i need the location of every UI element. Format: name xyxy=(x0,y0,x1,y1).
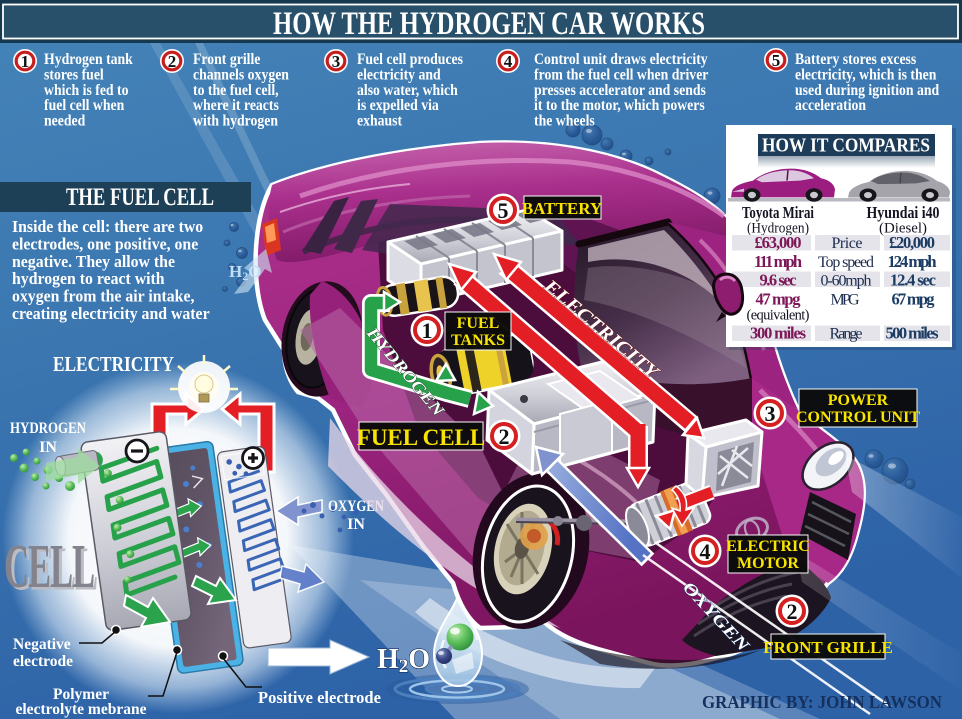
svg-text:oxygen from the air intake,: oxygen from the air intake, xyxy=(12,286,194,306)
svg-text:MPG: MPG xyxy=(831,292,860,309)
svg-text:ELECTRICITY: ELECTRICITY xyxy=(53,352,174,376)
svg-text:5: 5 xyxy=(772,51,781,70)
svg-text:HOW THE HYDROGEN CAR WORKS: HOW THE HYDROGEN CAR WORKS xyxy=(273,6,705,42)
svg-text:4: 4 xyxy=(504,52,513,71)
svg-text:where it reacts: where it reacts xyxy=(193,98,279,115)
svg-text:12.4 sec: 12.4 sec xyxy=(890,271,936,290)
svg-text:ELECTRIC: ELECTRIC xyxy=(726,538,810,555)
svg-text:FRONT GRILLE: FRONT GRILLE xyxy=(763,638,893,657)
svg-text:electrodes, one positive, one: electrodes, one positive, one xyxy=(12,234,198,254)
svg-text:CONTROL UNIT: CONTROL UNIT xyxy=(796,409,920,426)
svg-text:1: 1 xyxy=(21,52,30,71)
svg-text:(Hydrogen): (Hydrogen) xyxy=(747,221,809,237)
svg-text:47 mpg: 47 mpg xyxy=(756,290,802,309)
svg-text:IN: IN xyxy=(347,516,365,533)
svg-text:stores fuel: stores fuel xyxy=(44,67,104,84)
svg-text:Hyundai i40: Hyundai i40 xyxy=(867,203,940,222)
svg-text:Polymer: Polymer xyxy=(53,686,109,703)
svg-text:111 mph: 111 mph xyxy=(754,252,802,271)
svg-text:HOW IT COMPARES: HOW IT COMPARES xyxy=(762,135,930,157)
svg-text:Top speed: Top speed xyxy=(818,254,874,271)
svg-text:also water, which: also water, which xyxy=(357,82,458,99)
svg-text:H2O: H2O xyxy=(229,262,261,283)
svg-text:used during ignition and: used during ignition and xyxy=(795,82,939,99)
svg-text:is expelled via: is expelled via xyxy=(357,98,439,115)
svg-text:CELL: CELL xyxy=(7,534,97,603)
svg-text:0-60mph: 0-60mph xyxy=(821,273,872,290)
svg-text:TANKS: TANKS xyxy=(451,332,505,349)
svg-text:Negative: Negative xyxy=(13,636,71,653)
svg-text:4: 4 xyxy=(700,539,711,564)
svg-text:(Diesel): (Diesel) xyxy=(879,221,927,237)
svg-text:2: 2 xyxy=(499,424,510,449)
svg-text:creating electricity and water: creating electricity and water xyxy=(12,303,210,323)
svg-text:300 miles: 300 miles xyxy=(750,324,807,343)
svg-text:9.6 sec: 9.6 sec xyxy=(760,271,797,290)
svg-text:2: 2 xyxy=(168,52,177,71)
svg-text:electrode: electrode xyxy=(13,653,73,670)
svg-text:electricity and: electricity and xyxy=(357,67,441,84)
svg-text:Control unit draws electricity: Control unit draws electricity xyxy=(534,51,708,68)
svg-text:Toyota Mirai: Toyota Mirai xyxy=(742,203,814,222)
svg-text:needed: needed xyxy=(44,113,85,130)
svg-text:from the fuel cell when driver: from the fuel cell when driver xyxy=(534,67,709,84)
svg-text:POWER: POWER xyxy=(828,392,889,409)
svg-text:Range: Range xyxy=(830,326,863,343)
svg-text:IN: IN xyxy=(39,439,57,456)
svg-text:fuel cell when: fuel cell when xyxy=(44,98,124,115)
svg-text:acceleration: acceleration xyxy=(795,98,866,115)
svg-text:THE FUEL CELL: THE FUEL CELL xyxy=(66,184,214,211)
svg-text:£20,000: £20,000 xyxy=(889,233,935,252)
svg-text:MOTOR: MOTOR xyxy=(737,555,799,572)
svg-text:3: 3 xyxy=(765,401,776,426)
svg-text:negative. They allow the: negative. They allow the xyxy=(12,251,175,271)
svg-text:electricity, which is then: electricity, which is then xyxy=(795,67,936,84)
svg-text:CELL: CELL xyxy=(4,531,94,600)
svg-text:exhaust: exhaust xyxy=(357,113,402,130)
svg-text:124 mph: 124 mph xyxy=(888,252,937,271)
svg-text:with hydrogen: with hydrogen xyxy=(193,113,278,130)
svg-text:Inside the cell: there are two: Inside the cell: there are two xyxy=(12,216,203,236)
svg-text:Price: Price xyxy=(832,235,863,252)
svg-text:presses accelerator and sends: presses accelerator and sends xyxy=(534,82,706,99)
svg-text:it to the motor, which powers: it to the motor, which powers xyxy=(534,98,705,115)
svg-text:HYDROGEN: HYDROGEN xyxy=(10,420,86,437)
svg-text:Hydrogen tank: Hydrogen tank xyxy=(44,51,134,68)
svg-text:channels oxygen: channels oxygen xyxy=(193,67,289,84)
svg-text:£63,000: £63,000 xyxy=(755,233,802,252)
svg-text:3: 3 xyxy=(332,52,341,71)
svg-text:hydrogen to react with: hydrogen to react with xyxy=(12,269,165,289)
svg-text:Fuel cell produces: Fuel cell produces xyxy=(357,51,463,68)
svg-text:Front grille: Front grille xyxy=(193,51,261,68)
svg-text:FUEL: FUEL xyxy=(457,315,500,332)
svg-text:GRAPHIC BY: JOHN LAWSON: GRAPHIC BY: JOHN LAWSON xyxy=(702,692,942,712)
svg-text:2: 2 xyxy=(787,599,798,624)
svg-text:Positive electrode: Positive electrode xyxy=(258,688,381,707)
svg-text:the wheels: the wheels xyxy=(534,113,595,130)
svg-text:5: 5 xyxy=(498,198,509,223)
svg-text:1: 1 xyxy=(422,318,433,343)
svg-text:which is fed to: which is fed to xyxy=(44,82,128,99)
svg-text:(equivalent): (equivalent) xyxy=(747,308,810,324)
svg-text:500 miles: 500 miles xyxy=(886,324,940,343)
svg-text:BATTERY: BATTERY xyxy=(522,199,602,218)
svg-text:FUEL CELL: FUEL CELL xyxy=(357,425,485,450)
svg-text:67 mpg: 67 mpg xyxy=(892,290,936,309)
svg-text:to the fuel cell,: to the fuel cell, xyxy=(193,82,279,99)
svg-text:Battery stores excess: Battery stores excess xyxy=(795,51,917,68)
svg-text:electrolyte mebrane: electrolyte mebrane xyxy=(16,701,147,718)
